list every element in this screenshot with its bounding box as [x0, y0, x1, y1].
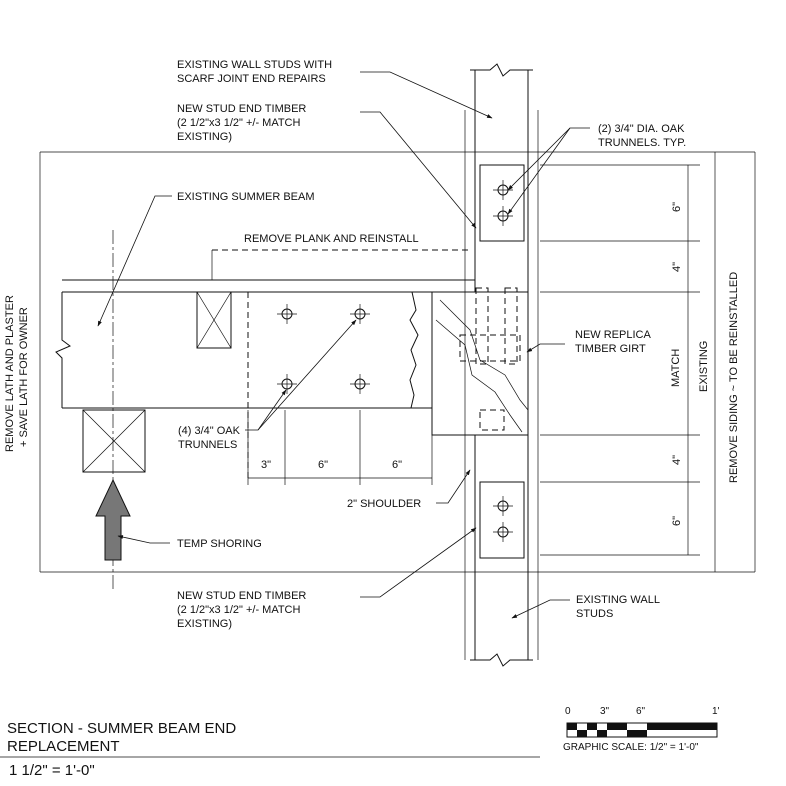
scale-tick-6in: 6" — [636, 706, 646, 717]
dim-horizontal-2: 6" — [318, 459, 328, 471]
dim-vertical-3: 4" — [671, 455, 683, 465]
note-trunnels-top-line2: TRUNNELS. TYP. — [598, 137, 686, 149]
note-stud-end-top-line2: (2 1/2"x3 1/2" +/- MATCH — [177, 117, 301, 129]
note-existing-wall-studs-bottom-line2: STUDS — [576, 608, 613, 620]
note-oak-trunnels-line2: TRUNNELS — [178, 439, 237, 451]
note-temp-shoring: TEMP SHORING — [177, 538, 262, 550]
note-existing-wall-studs-line2: SCARF JOINT END REPAIRS — [177, 73, 326, 85]
note-remove-lath-line2: + SAVE LATH FOR OWNER — [18, 307, 30, 447]
trunnels — [277, 180, 513, 542]
dim-horizontal-1: 3" — [261, 459, 271, 471]
note-stud-end-top-line1: NEW STUD END TIMBER — [177, 103, 306, 115]
dim-vertical-4: 6" — [671, 516, 683, 526]
drawing-scale: 1 1/2" = 1'-0" — [9, 762, 95, 779]
note-remove-siding: REMOVE SIDING ~ TO BE REINSTALLED — [728, 272, 740, 483]
dim-horizontal-3: 6" — [392, 459, 402, 471]
note-new-replica-line1: NEW REPLICA — [575, 329, 651, 341]
drawing-title-line2: REPLACEMENT — [7, 738, 120, 755]
drawing-title-line1: SECTION - SUMMER BEAM END — [7, 720, 236, 737]
note-existing-summer-beam: EXISTING SUMMER BEAM — [177, 191, 315, 203]
extent-lines — [39, 151, 756, 573]
scale-tick-1ft: 1' — [712, 706, 720, 717]
note-shoulder: 2" SHOULDER — [347, 498, 421, 510]
note-trunnels-top-line1: (2) 3/4" DIA. OAK — [598, 123, 685, 135]
note-existing: EXISTING — [698, 341, 710, 392]
note-existing-wall-studs-bottom-line1: EXISTING WALL — [576, 594, 660, 606]
note-remove-lath-line1: REMOVE LATH AND PLASTER — [4, 295, 16, 452]
wall-stud-column — [464, 63, 539, 667]
graphic-scale-caption: GRAPHIC SCALE: 1/2" = 1'-0" — [563, 742, 699, 753]
note-existing-wall-studs-line1: EXISTING WALL STUDS WITH — [177, 59, 332, 71]
note-oak-trunnels-line1: (4) 3/4" OAK — [178, 425, 241, 437]
note-stud-end-bottom-line1: NEW STUD END TIMBER — [177, 590, 306, 602]
note-stud-end-bottom-line2: (2 1/2"x3 1/2" +/- MATCH — [177, 604, 301, 616]
vertical-dimensions — [540, 152, 716, 572]
note-stud-end-bottom-line3: EXISTING) — [177, 618, 232, 630]
summer-beam — [55, 249, 480, 480]
graphic-scale-bar — [566, 722, 718, 738]
new-replica-girt — [431, 287, 529, 436]
temp-shoring — [82, 230, 146, 590]
horizontal-dimensions — [247, 410, 433, 485]
scale-tick-3in: 3" — [600, 706, 610, 717]
note-new-replica-line2: TIMBER GIRT — [575, 343, 646, 355]
dim-vertical-1: 6" — [671, 202, 683, 212]
note-remove-plank: REMOVE PLANK AND REINSTALL — [244, 233, 419, 245]
dim-vertical-2: 4" — [671, 262, 683, 272]
note-stud-end-top-line3: EXISTING) — [177, 131, 232, 143]
note-match: MATCH — [670, 349, 682, 387]
leader-lines — [97, 71, 590, 619]
scale-tick-0: 0 — [565, 706, 571, 717]
